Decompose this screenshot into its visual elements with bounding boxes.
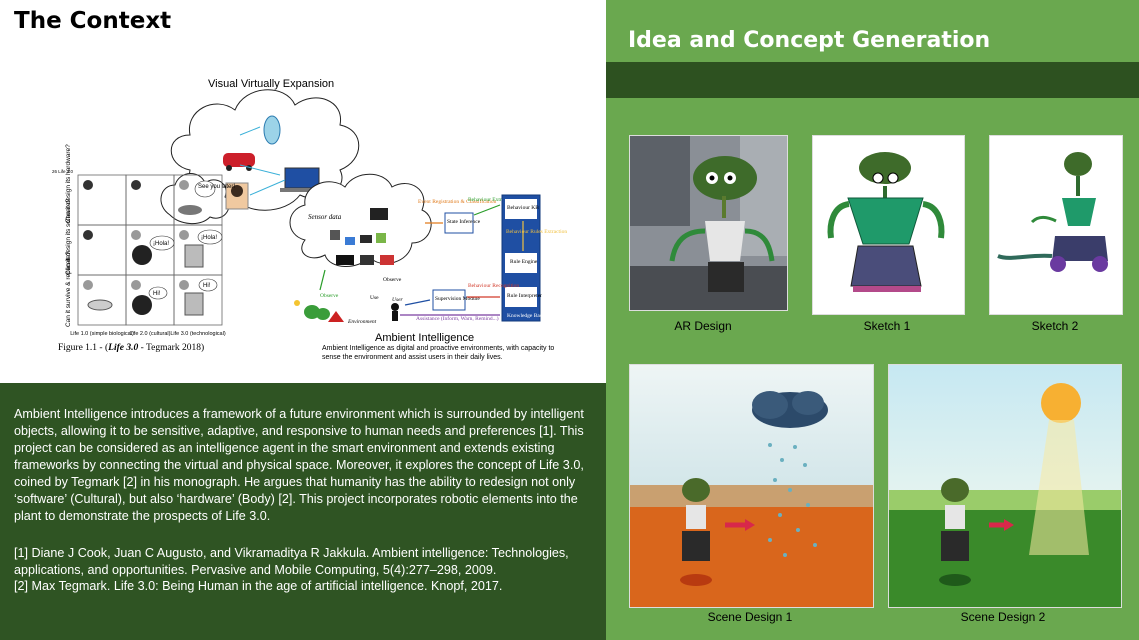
event-registration-label: Event Registration & Classification — [418, 198, 497, 205]
state-inference-box — [444, 212, 474, 234]
bubble-hola-1: ¡Hola! — [153, 241, 169, 247]
supervision-module-label: Supervision Module — [435, 296, 480, 302]
context-body-text: Ambient Intelligence introduces a framew… — [14, 407, 584, 523]
device-icon — [345, 237, 355, 245]
rocket-icon — [178, 205, 202, 215]
observe-label-2: Observe — [320, 293, 339, 299]
references: [1] Diane J Cook, Juan C Augusto, and Vi… — [14, 545, 594, 595]
tree-icon — [316, 308, 330, 320]
raindrops — [768, 443, 817, 557]
behaviour-recognition-label: Behaviour Recognition — [468, 283, 519, 289]
assistance-label: Assistance (Inform, Warn, Remind...) — [416, 315, 499, 322]
user-figure-icon — [391, 303, 399, 311]
house-icon — [328, 311, 344, 322]
rule-interpreter-box — [505, 287, 537, 307]
console-icon — [336, 255, 354, 265]
rule-interpreter-label: Rule Interpreter — [507, 293, 542, 299]
scene-design-2-caption: Scene Design 2 — [960, 610, 1046, 624]
tree-icon — [304, 305, 320, 319]
life-grid — [77, 174, 223, 326]
grid-page-label: 26 Life 3.0 — [52, 169, 74, 174]
idea-title: Idea and Concept Generation — [628, 28, 991, 53]
bubble-hi-2: Hi! — [203, 283, 211, 289]
cloud-items — [223, 115, 324, 210]
ambient-title: Ambient Intelligence — [375, 332, 474, 344]
behaviour-kb-box — [505, 199, 537, 219]
tablet-icon — [380, 255, 394, 265]
device-icon — [330, 230, 340, 240]
context-figure: Visual Virtually Expansion See you later… — [52, 78, 567, 353]
robot-icon — [184, 244, 204, 268]
use-label: Use — [370, 295, 379, 301]
row-label-hardware: Can it design its hardware? — [65, 144, 72, 223]
row-label-survive: Can it survive & replicate? — [65, 251, 72, 327]
grid-marks — [83, 180, 189, 290]
fairy-figure-icon — [263, 115, 281, 145]
ar-design-caption: AR Design — [674, 319, 732, 333]
laptop-icon — [284, 167, 320, 189]
user-label: User — [392, 297, 404, 303]
sensor-devices — [330, 208, 394, 265]
robot-icon-2 — [184, 292, 204, 316]
supervision-module-box — [432, 289, 466, 311]
idea-header-band — [606, 62, 1139, 98]
behaviour-rules-label: Behaviour Rules Extraction — [506, 229, 567, 235]
rule-engine-box — [505, 253, 537, 273]
col-label-life1: Life 1.0 (simple biological) — [70, 331, 134, 337]
col-label-life3: Life 3.0 (technological) — [170, 331, 226, 337]
device-icon — [360, 235, 372, 243]
woman-head-icon — [132, 245, 152, 265]
sketch-2-image[interactable] — [989, 135, 1123, 315]
rule-engine-label: Rule Engine — [510, 259, 538, 265]
scene-design-1-caption: Scene Design 1 — [707, 610, 793, 624]
sensor-data-label: Sensor data — [308, 213, 342, 221]
bubble-hola-2: ¡Hola! — [201, 235, 217, 241]
sketch-2-caption: Sketch 2 — [1031, 319, 1079, 333]
ambient-cloud — [289, 173, 432, 267]
device-icon — [376, 233, 386, 243]
sketch-1-caption: Sketch 1 — [863, 319, 911, 333]
row-label-software: Can it design its software? — [65, 198, 72, 275]
knowledge-base-label: Knowledge Base — [507, 313, 545, 319]
ambient-description: Ambient Intelligence as digital and proa… — [322, 345, 555, 361]
sun-icon — [294, 300, 300, 306]
environment-label: Environment — [347, 319, 377, 325]
scene-design-1-image[interactable] — [629, 364, 874, 608]
observe-label-1: Observe — [383, 277, 402, 283]
reference-2: [2] Max Tegmark. Life 3.0: Being Human i… — [14, 579, 503, 593]
context-text-panel — [0, 383, 606, 640]
behaviour-kb-label: Behaviour KB — [507, 205, 539, 211]
behaviour-extraction-label: Behaviour Extraction — [468, 197, 515, 203]
car-icon — [223, 153, 255, 167]
state-inference-label: State Inference — [447, 218, 481, 225]
bacteria-icon — [87, 299, 113, 311]
cloud-title: Visual Virtually Expansion — [208, 78, 334, 90]
figure-caption: Figure 1.1 - (Life 3.0 - Tegmark 2018) — [58, 342, 204, 353]
bubble-see-you: See you later! — [198, 184, 235, 190]
laptop-small-icon — [360, 255, 374, 265]
environment-icons — [294, 300, 399, 322]
col-label-life2: Life 2.0 (cultural) — [130, 331, 171, 337]
flow-arrows — [319, 204, 524, 316]
tv-icon — [370, 208, 388, 220]
scene-design-2-image[interactable] — [888, 364, 1122, 608]
sketch-1-image[interactable] — [812, 135, 965, 315]
bubble-hi-1: Hi! — [153, 291, 161, 297]
reference-1: [1] Diane J Cook, Juan C Augusto, and Vi… — [14, 546, 569, 577]
ar-design-image[interactable] — [629, 135, 788, 311]
woman-head-icon-2 — [132, 295, 152, 315]
context-title: The Context — [14, 8, 172, 34]
